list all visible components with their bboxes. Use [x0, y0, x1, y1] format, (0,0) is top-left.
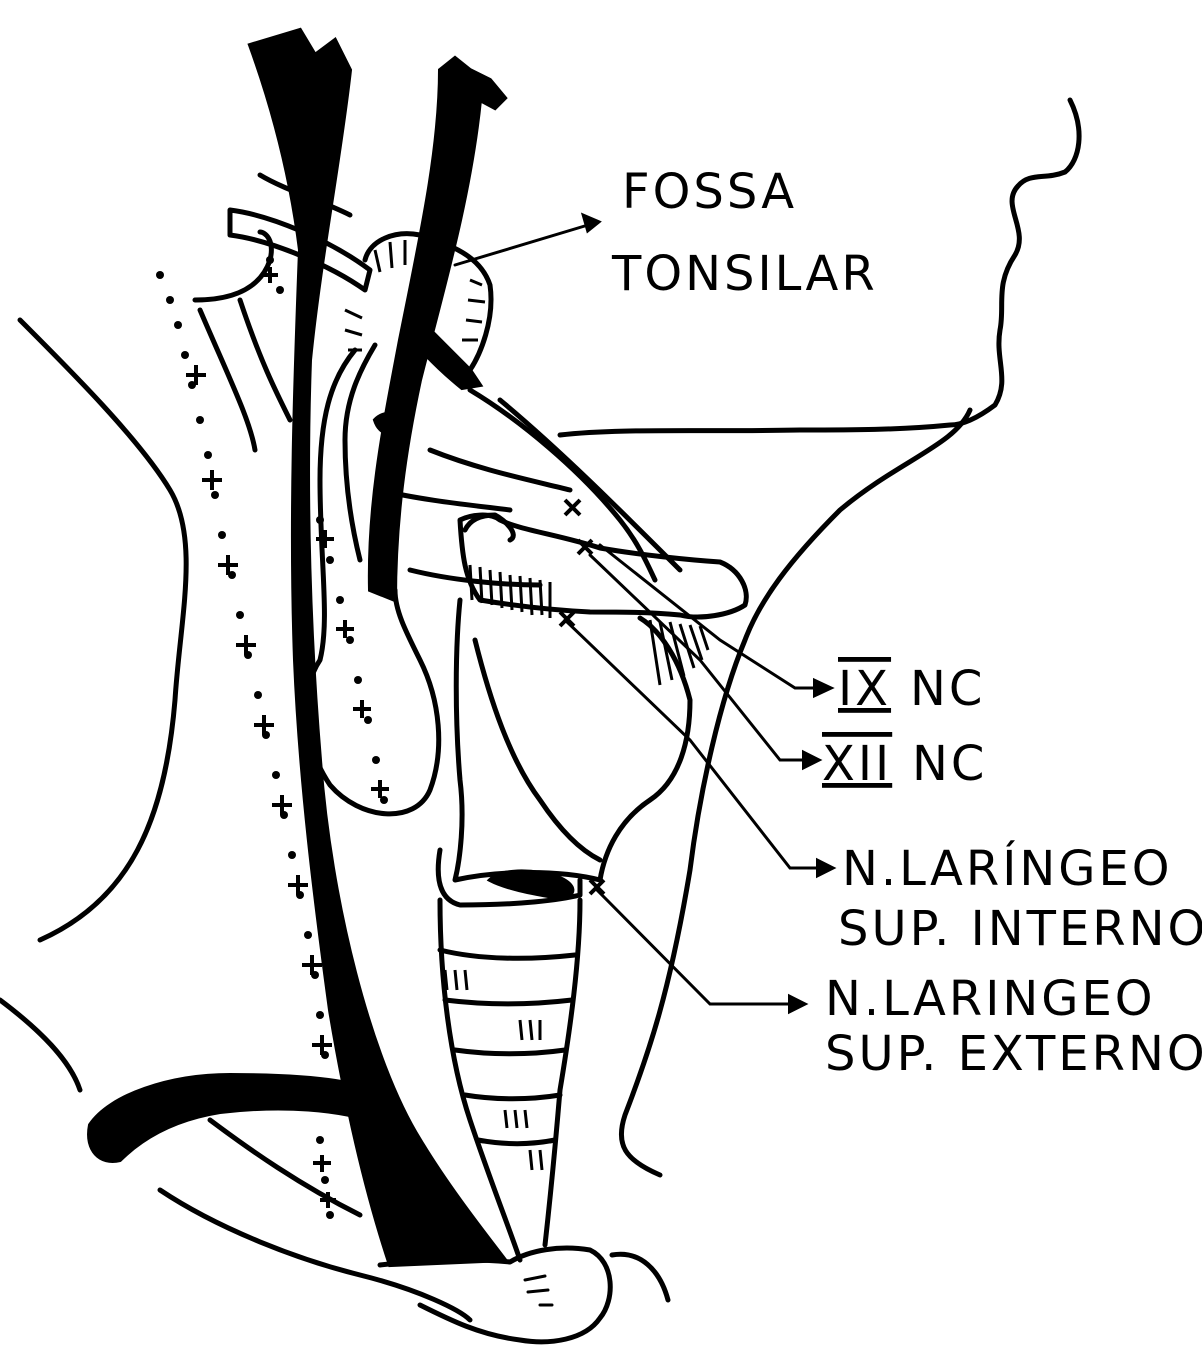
trachea-rings: [440, 950, 575, 1144]
label-ix-nc: IX NC: [838, 661, 985, 717]
arrow-laringeo-externo: [597, 890, 804, 1011]
label-tonsilar: TONSILAR: [611, 246, 878, 302]
label-laringeo-interno-2: SUP. INTERNO: [838, 901, 1202, 957]
muscle-band-4: [240, 300, 290, 420]
clavicle-marks: [525, 1276, 552, 1305]
subclavian-artery: [89, 1075, 385, 1161]
back-of-neck-outline: [20, 320, 186, 940]
hyoid-top-notch: [465, 515, 513, 540]
hypoglossal-nerve: [430, 450, 570, 490]
arrow-xii-nc: [590, 555, 818, 767]
arrow-fossa-tonsilar: [455, 216, 598, 265]
chest-outline: [210, 1120, 360, 1215]
carotid-branch-small-2: [375, 414, 405, 434]
bottom-right-curve: [612, 1254, 668, 1300]
trachea-right: [545, 900, 580, 1245]
thyroid-cartilage-inner: [475, 640, 600, 860]
label-ix-numeral: IX: [838, 661, 891, 717]
muscle-band-3: [200, 310, 255, 450]
label-laringeo-externo-2: SUP. EXTERNO: [825, 1026, 1202, 1082]
lymph-chain-lower: [313, 1136, 336, 1219]
label-ix-suffix: NC: [910, 661, 985, 717]
neck-left-outline-lower: [0, 1000, 80, 1090]
label-xii-numeral: XII: [822, 736, 892, 792]
arrow-ix-nc: [600, 545, 830, 695]
label-xii-suffix: NC: [912, 736, 987, 792]
label-xii-nc: XII NC: [822, 736, 987, 792]
label-laringeo-externo-1: N.LARINGEO: [825, 971, 1156, 1027]
label-laringeo-interno-1: N.LARÍNGEO: [842, 840, 1173, 897]
lymph-chain-right: [262, 256, 284, 294]
label-fossa: FOSSA: [622, 164, 797, 220]
